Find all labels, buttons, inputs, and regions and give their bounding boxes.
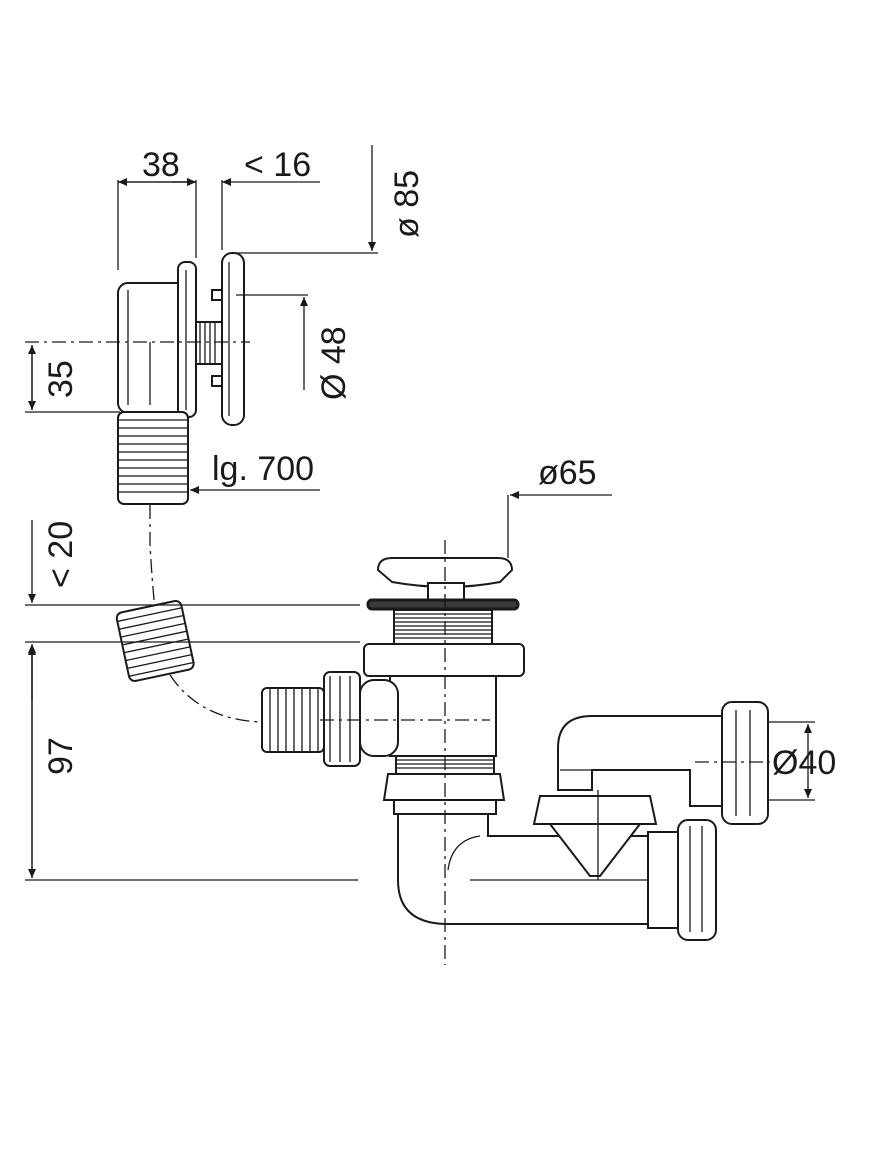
label-less-20: < 20 (42, 521, 80, 588)
mid-fitting (532, 795, 658, 825)
waste-thread (393, 609, 493, 645)
overflow-assembly (25, 252, 250, 505)
dimension-dia-40: Ø40 (695, 721, 836, 801)
label-97: 97 (42, 737, 80, 775)
hose-route-line (149, 505, 263, 723)
waste-nut (363, 643, 525, 677)
label-dia-40: Ø40 (772, 744, 836, 782)
dimension-dia-65: ø65 (507, 454, 612, 558)
overflow-inner-flange (177, 261, 197, 418)
trap-outlet (647, 831, 679, 929)
dimension-less-16: < 16 (172, 146, 320, 250)
label-less-16: < 16 (244, 146, 311, 184)
label-dia-65: ø65 (538, 454, 597, 492)
label-35: 35 (42, 360, 80, 398)
dimension-38: 38 (117, 146, 197, 270)
lower-hose-segment (115, 599, 195, 682)
dimension-dia-48: Ø 48 (236, 294, 353, 400)
side-connector (359, 679, 399, 757)
waste-body (389, 675, 497, 757)
dimension-dia-85: ø 85 (236, 145, 426, 254)
standpipe-u (557, 715, 723, 807)
dimension-35: 35 (25, 345, 120, 413)
label-dia-48: Ø 48 (315, 326, 353, 400)
waste-flange (366, 598, 520, 611)
label-38: 38 (142, 146, 180, 184)
dimension-less-20: < 20 (25, 520, 360, 700)
label-dia-85: ø 85 (388, 170, 426, 238)
side-corrugated-hose (261, 687, 325, 753)
top-right-fitting (721, 701, 769, 825)
waste-lower-nut (382, 773, 506, 801)
dimension-97: 97 (25, 646, 358, 881)
waste-assembly (261, 540, 769, 965)
label-lg-700: lg. 700 (212, 450, 314, 488)
dimension-hose-length: lg. 700 (190, 450, 320, 494)
overflow-cover-plate (221, 252, 245, 426)
overflow-corrugated-hose (117, 411, 189, 505)
